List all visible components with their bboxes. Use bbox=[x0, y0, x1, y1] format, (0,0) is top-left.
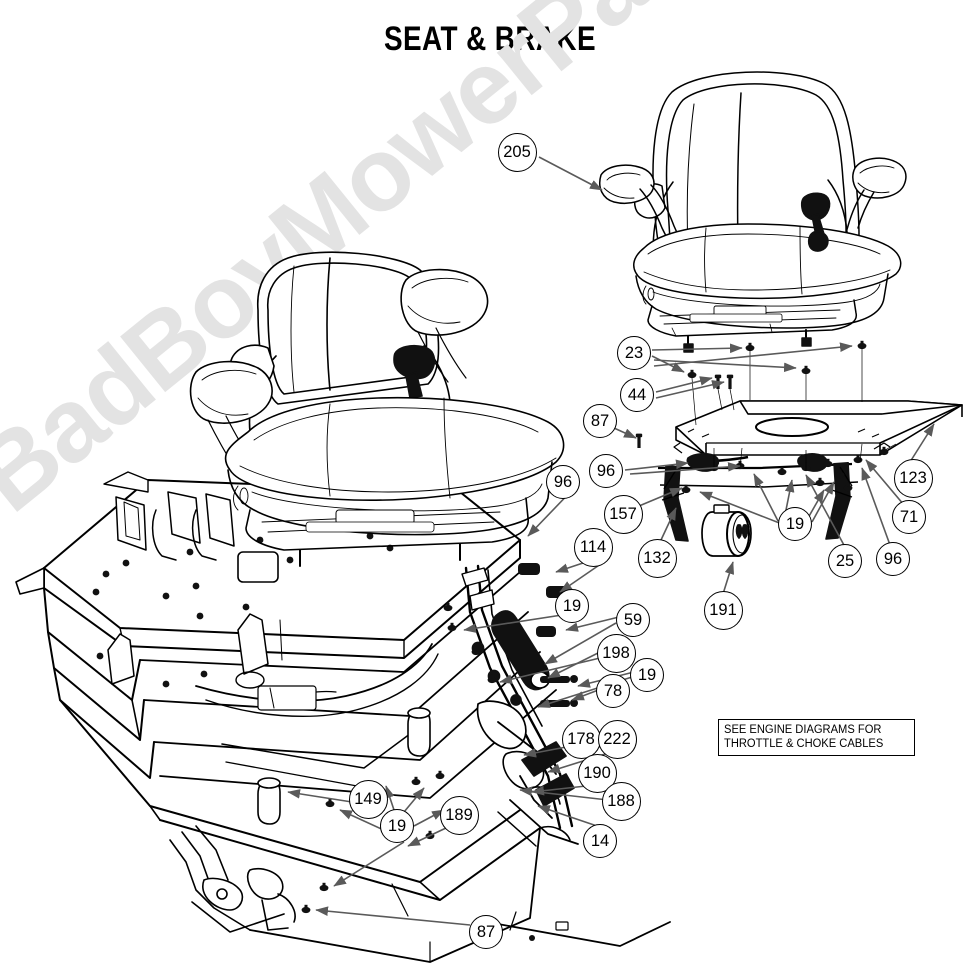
callout-label: 87 bbox=[476, 922, 496, 941]
callout-label: 190 bbox=[583, 763, 611, 782]
callout-label: 96 bbox=[553, 472, 573, 491]
callout-191[interactable]: 191 bbox=[703, 590, 743, 630]
callout-label: 178 bbox=[567, 729, 595, 748]
callout-19b[interactable]: 19 bbox=[630, 658, 664, 692]
callout-label: 19 bbox=[562, 596, 582, 615]
callout-190[interactable]: 190 bbox=[577, 753, 617, 793]
upper-seat-assembly bbox=[599, 71, 907, 353]
callout-label: 71 bbox=[899, 507, 919, 526]
callout-96b[interactable]: 96 bbox=[589, 454, 623, 488]
callout-71[interactable]: 71 bbox=[892, 500, 926, 534]
callout-label: 25 bbox=[835, 551, 855, 570]
main-chassis-frame bbox=[15, 471, 671, 963]
callout-label: 19 bbox=[387, 816, 407, 835]
callout-25[interactable]: 25 bbox=[828, 544, 862, 578]
callout-label: 123 bbox=[899, 468, 927, 487]
callout-149[interactable]: 149 bbox=[348, 779, 388, 819]
engine-diagram-note: SEE ENGINE DIAGRAMS FOR THROTTLE & CHOKE… bbox=[718, 719, 915, 756]
lower-seat-assembly bbox=[189, 251, 565, 567]
callout-label: 157 bbox=[609, 504, 637, 523]
callout-96c[interactable]: 96 bbox=[876, 542, 910, 576]
callout-label: 87 bbox=[590, 411, 610, 430]
callout-label: 14 bbox=[590, 831, 610, 850]
callout-label: 222 bbox=[603, 729, 631, 748]
callout-189[interactable]: 189 bbox=[439, 795, 479, 835]
callout-label: 96 bbox=[596, 461, 616, 480]
callout-19a[interactable]: 19 bbox=[555, 589, 589, 623]
callout-14[interactable]: 14 bbox=[583, 824, 617, 858]
callout-label: 149 bbox=[354, 789, 382, 808]
callout-222[interactable]: 222 bbox=[597, 719, 637, 759]
callout-205[interactable]: 205 bbox=[497, 132, 537, 172]
note-line-2: THROTTLE & CHOKE CABLES bbox=[724, 738, 884, 750]
callout-96a[interactable]: 96 bbox=[546, 465, 580, 499]
callout-label: 188 bbox=[607, 791, 635, 810]
callout-label: 44 bbox=[627, 385, 647, 404]
callout-78[interactable]: 78 bbox=[596, 674, 630, 708]
callout-19c[interactable]: 19 bbox=[778, 507, 812, 541]
callout-59[interactable]: 59 bbox=[616, 603, 650, 637]
callout-label: 191 bbox=[709, 600, 737, 619]
callout-44[interactable]: 44 bbox=[620, 378, 654, 412]
callout-23[interactable]: 23 bbox=[617, 336, 651, 370]
callout-label: 19 bbox=[785, 514, 805, 533]
callout-87a[interactable]: 87 bbox=[583, 404, 617, 438]
callout-178[interactable]: 178 bbox=[561, 719, 601, 759]
callout-label: 59 bbox=[623, 610, 643, 629]
callout-label: 205 bbox=[503, 142, 531, 161]
callout-132[interactable]: 132 bbox=[637, 538, 677, 578]
callout-157[interactable]: 157 bbox=[603, 494, 643, 534]
brake-linkage-assembly bbox=[461, 564, 579, 847]
note-line-1: SEE ENGINE DIAGRAMS FOR bbox=[724, 724, 882, 736]
callout-label: 189 bbox=[445, 805, 473, 824]
callout-label: 78 bbox=[603, 681, 623, 700]
callout-label: 96 bbox=[883, 549, 903, 568]
callout-114[interactable]: 114 bbox=[573, 527, 613, 567]
callout-198[interactable]: 198 bbox=[596, 633, 636, 673]
page-title: SEAT & BRAKE bbox=[384, 20, 596, 58]
callout-19d[interactable]: 19 bbox=[380, 809, 414, 843]
seat-mount-plate bbox=[673, 400, 963, 456]
callout-label: 198 bbox=[602, 643, 630, 662]
callout-label: 19 bbox=[637, 665, 657, 684]
callout-188[interactable]: 188 bbox=[601, 781, 641, 821]
seat-switch-canister bbox=[701, 504, 752, 557]
callout-87b[interactable]: 87 bbox=[469, 915, 503, 949]
callout-label: 114 bbox=[579, 537, 607, 556]
callout-label: 132 bbox=[643, 548, 671, 567]
callout-123[interactable]: 123 bbox=[893, 458, 933, 498]
callout-label: 23 bbox=[624, 343, 644, 362]
